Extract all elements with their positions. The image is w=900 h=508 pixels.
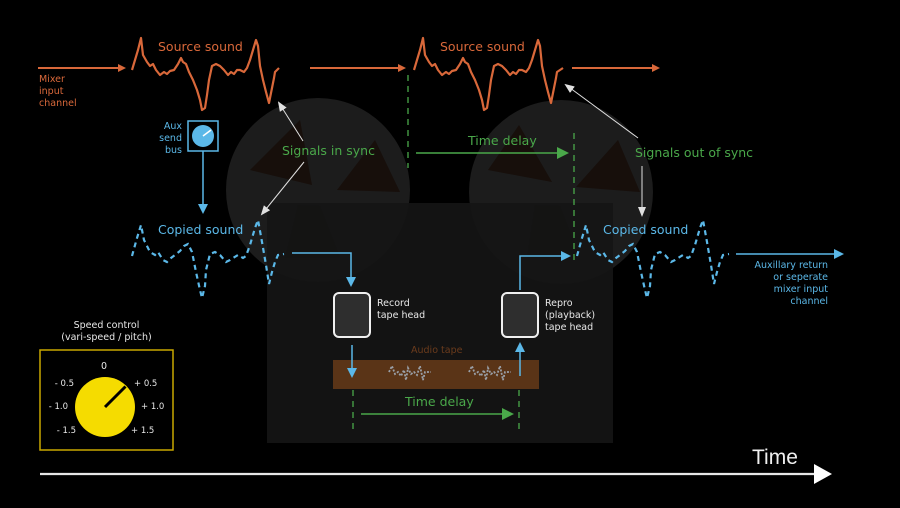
signals-out-of-sync-label: Signals out of sync: [635, 145, 754, 160]
source-waveform-2: [412, 36, 564, 112]
repro-head-line-3: tape head: [545, 322, 594, 333]
tape-machine-panel: [267, 203, 613, 443]
speed-mark-plus-0-5: + 0.5: [134, 379, 158, 389]
aux-return-line-3: mixer input: [773, 284, 828, 295]
speed-control-title-line-2: (vari-speed / pitch): [61, 332, 152, 343]
aux-return-label: Auxillary return or seperate mixer input…: [736, 260, 828, 308]
aux-send-line-2: send: [159, 133, 182, 144]
audio-tape-strip: [333, 360, 539, 389]
repro-head-line-1: Repro: [545, 298, 573, 309]
aux-send-line-1: Aux: [163, 121, 182, 132]
aux-send-knob-pointer: [202, 129, 212, 137]
copied-waveform-2: [575, 215, 730, 299]
speed-mark-minus-1-5: - 1.5: [56, 426, 76, 436]
source-sound-label-2: Source sound: [440, 39, 525, 54]
source-waveform-1: [130, 36, 280, 112]
aux-return-line-4: channel: [790, 296, 828, 307]
aux-return-line-2: or seperate: [773, 272, 828, 283]
speed-control-title: Speed control (vari-speed / pitch): [40, 320, 173, 344]
mixer-input-label: Mixer input channel: [39, 74, 77, 110]
aux-send-line-3: bus: [164, 145, 182, 156]
copied-sound-label-2: Copied sound: [603, 222, 689, 237]
in-sync-pointer-down: [260, 161, 305, 216]
speed-mark-minus-0-5: - 0.5: [54, 379, 74, 389]
record-head-line-1: Record: [377, 298, 410, 309]
time-delay-label-bottom: Time delay: [405, 394, 474, 409]
copied-waveform-1: [130, 215, 285, 299]
record-tape-head: [333, 292, 371, 338]
repro-head-label: Repro (playback) tape head: [545, 298, 595, 334]
speed-mark-minus-1-0: - 1.0: [48, 402, 68, 412]
record-head-line-2: tape head: [377, 310, 426, 321]
speed-mark-center: 0: [101, 361, 108, 372]
tape-signal-1: [388, 362, 431, 381]
out-of-sync-pointer-up: [564, 83, 639, 139]
mixer-input-line-3: channel: [39, 98, 77, 109]
copied-sound-label-1: Copied sound: [158, 222, 244, 237]
mixer-input-line-2: input: [39, 86, 64, 97]
repro-to-copy-arrow: [519, 251, 571, 290]
in-sync-pointer-up: [277, 101, 304, 142]
speed-control-pointer: [103, 385, 127, 409]
speed-control-title-line-1: Speed control: [73, 320, 140, 331]
repro-tape-head: [501, 292, 539, 338]
aux-send-label: Aux send bus: [150, 121, 182, 157]
source-sound-label-1: Source sound: [158, 39, 243, 54]
speed-mark-plus-1-5: + 1.5: [131, 426, 155, 436]
repro-head-line-2: (playback): [545, 310, 596, 321]
copy-to-record-head-arrow: [292, 252, 356, 287]
tape-signal-2: [468, 362, 511, 381]
time-axis-label: Time: [752, 446, 798, 469]
mixer-input-line-1: Mixer: [39, 74, 65, 85]
time-delay-label-top: Time delay: [468, 133, 537, 148]
speed-mark-plus-1-0: + 1.0: [141, 402, 165, 412]
audio-tape-label: Audio tape: [411, 345, 463, 356]
aux-return-line-1: Auxillary return: [754, 260, 828, 271]
signals-in-sync-label: Signals in sync: [282, 143, 375, 158]
record-head-label: Record tape head: [377, 298, 425, 322]
